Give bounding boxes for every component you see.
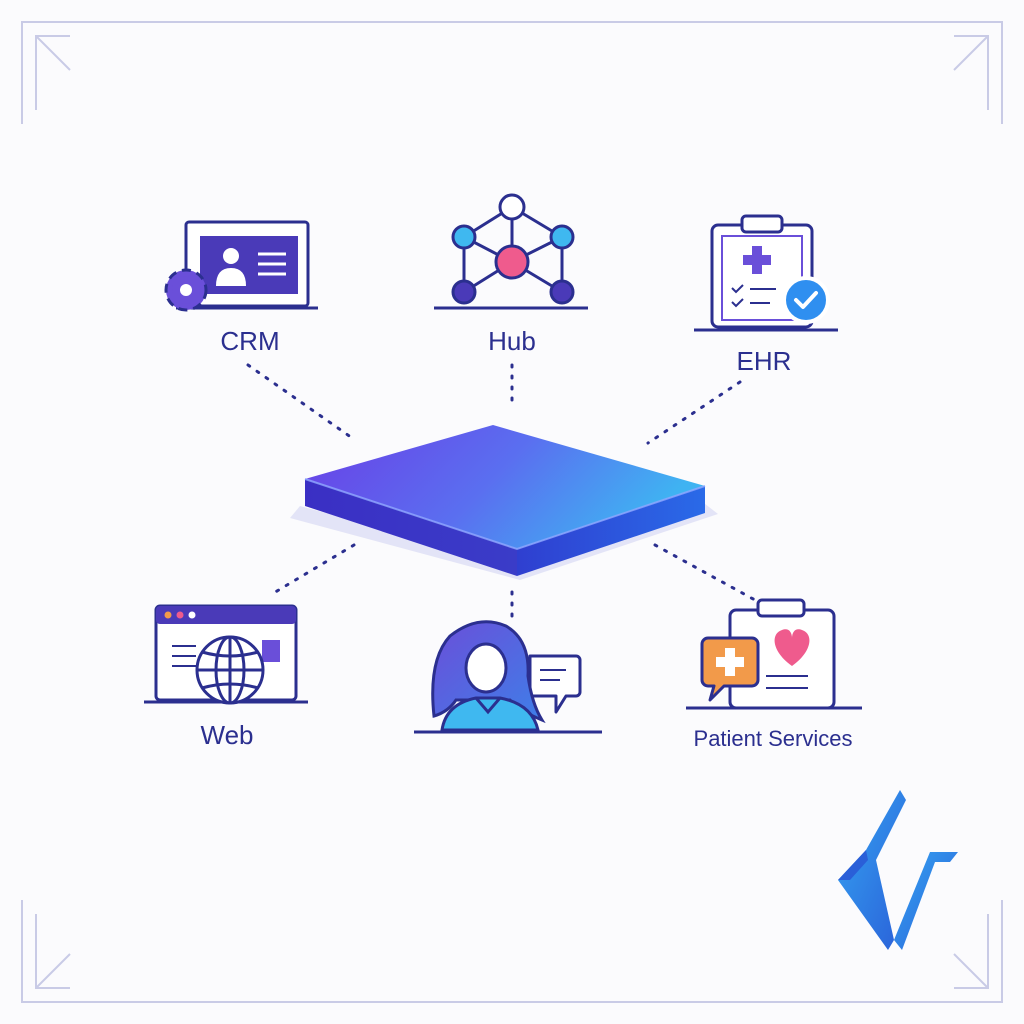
- hub-label: Hub: [488, 326, 536, 356]
- platform-slab-icon: [290, 425, 718, 580]
- ehr-label: EHR: [736, 346, 792, 376]
- connectors: [246, 363, 757, 627]
- medical-chat-icon: [700, 636, 760, 702]
- globe-icon: [195, 635, 265, 705]
- crm-profile-gear-icon: [164, 220, 318, 312]
- clipboard-check-icon: [694, 214, 838, 332]
- heart-icon: [774, 629, 810, 666]
- network-hub-icon: [434, 193, 588, 310]
- decorative-frame: [21, 21, 1003, 1003]
- connector-web: [270, 543, 356, 596]
- gear-icon: [164, 268, 208, 312]
- clipboard-heart-chat-icon: [686, 598, 862, 710]
- check-badge-icon: [782, 276, 830, 324]
- browser-globe-icon: [144, 604, 308, 705]
- crm-label: CRM: [220, 326, 280, 356]
- web-label: Web: [200, 720, 254, 750]
- connector-ehr: [646, 380, 742, 445]
- connector-patient-services: [653, 543, 757, 602]
- agent-chat-icon: [414, 620, 602, 734]
- patient-services-label: Patient Services: [693, 726, 853, 751]
- connector-crm: [246, 363, 357, 442]
- brand-mark-icon: [838, 790, 958, 950]
- chat-bubble-icon: [528, 654, 582, 714]
